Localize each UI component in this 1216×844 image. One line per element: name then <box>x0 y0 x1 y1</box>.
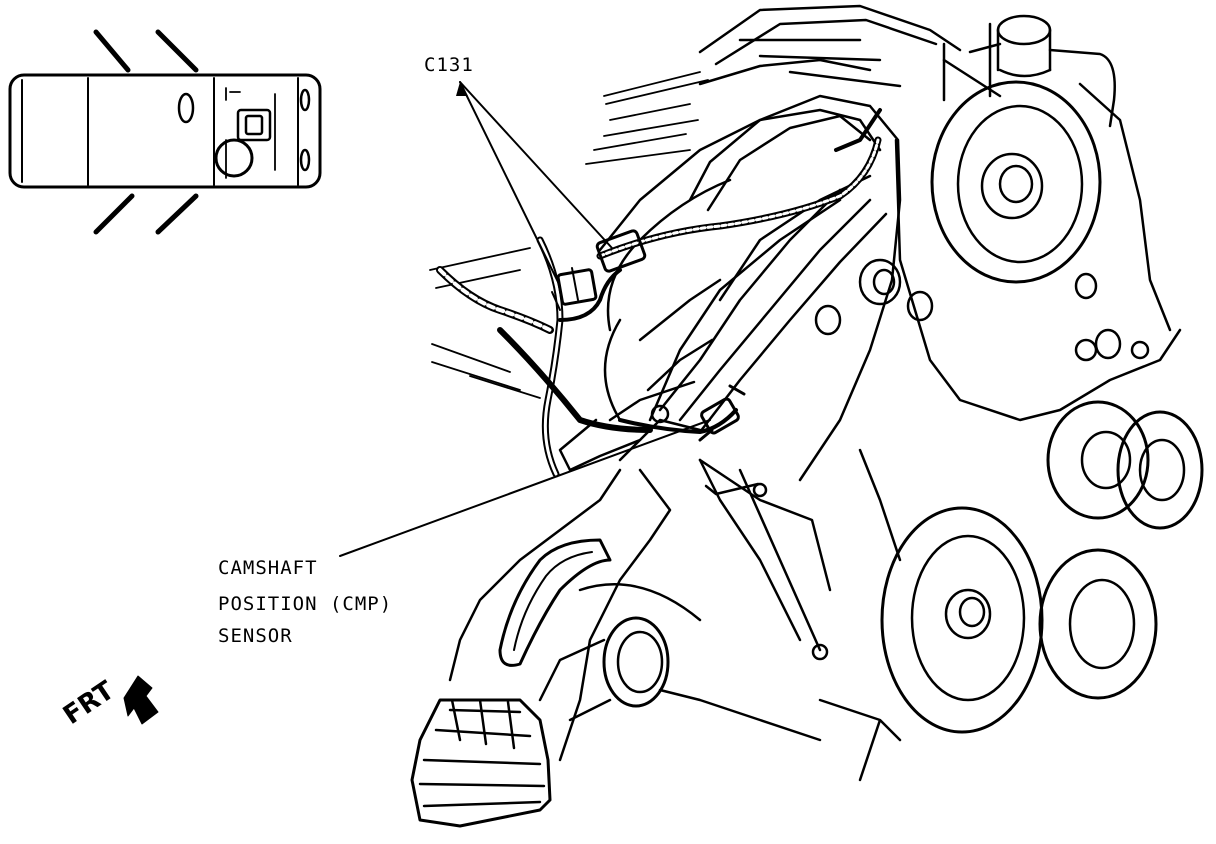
pulleys <box>658 80 1204 782</box>
c131-connector-icon <box>551 229 647 311</box>
valve-cover <box>558 108 882 472</box>
front-cover <box>608 94 902 661</box>
air-intake-duct <box>410 468 702 828</box>
cmp-label-line1: CAMSHAFT <box>218 557 318 579</box>
wire-harness <box>436 108 882 478</box>
cmp-label-line2: POSITION (CMP) <box>218 593 393 615</box>
vehicle-locator-icon <box>8 29 322 235</box>
fender-lines <box>429 71 709 399</box>
leader-lines <box>339 81 711 557</box>
arrow-icon <box>123 675 159 725</box>
cmp-label-line3: SENSOR <box>218 625 293 647</box>
upper-intake <box>698 4 1116 128</box>
c131-label: C131 <box>424 54 474 76</box>
cmp-sensor-icon <box>698 384 746 442</box>
